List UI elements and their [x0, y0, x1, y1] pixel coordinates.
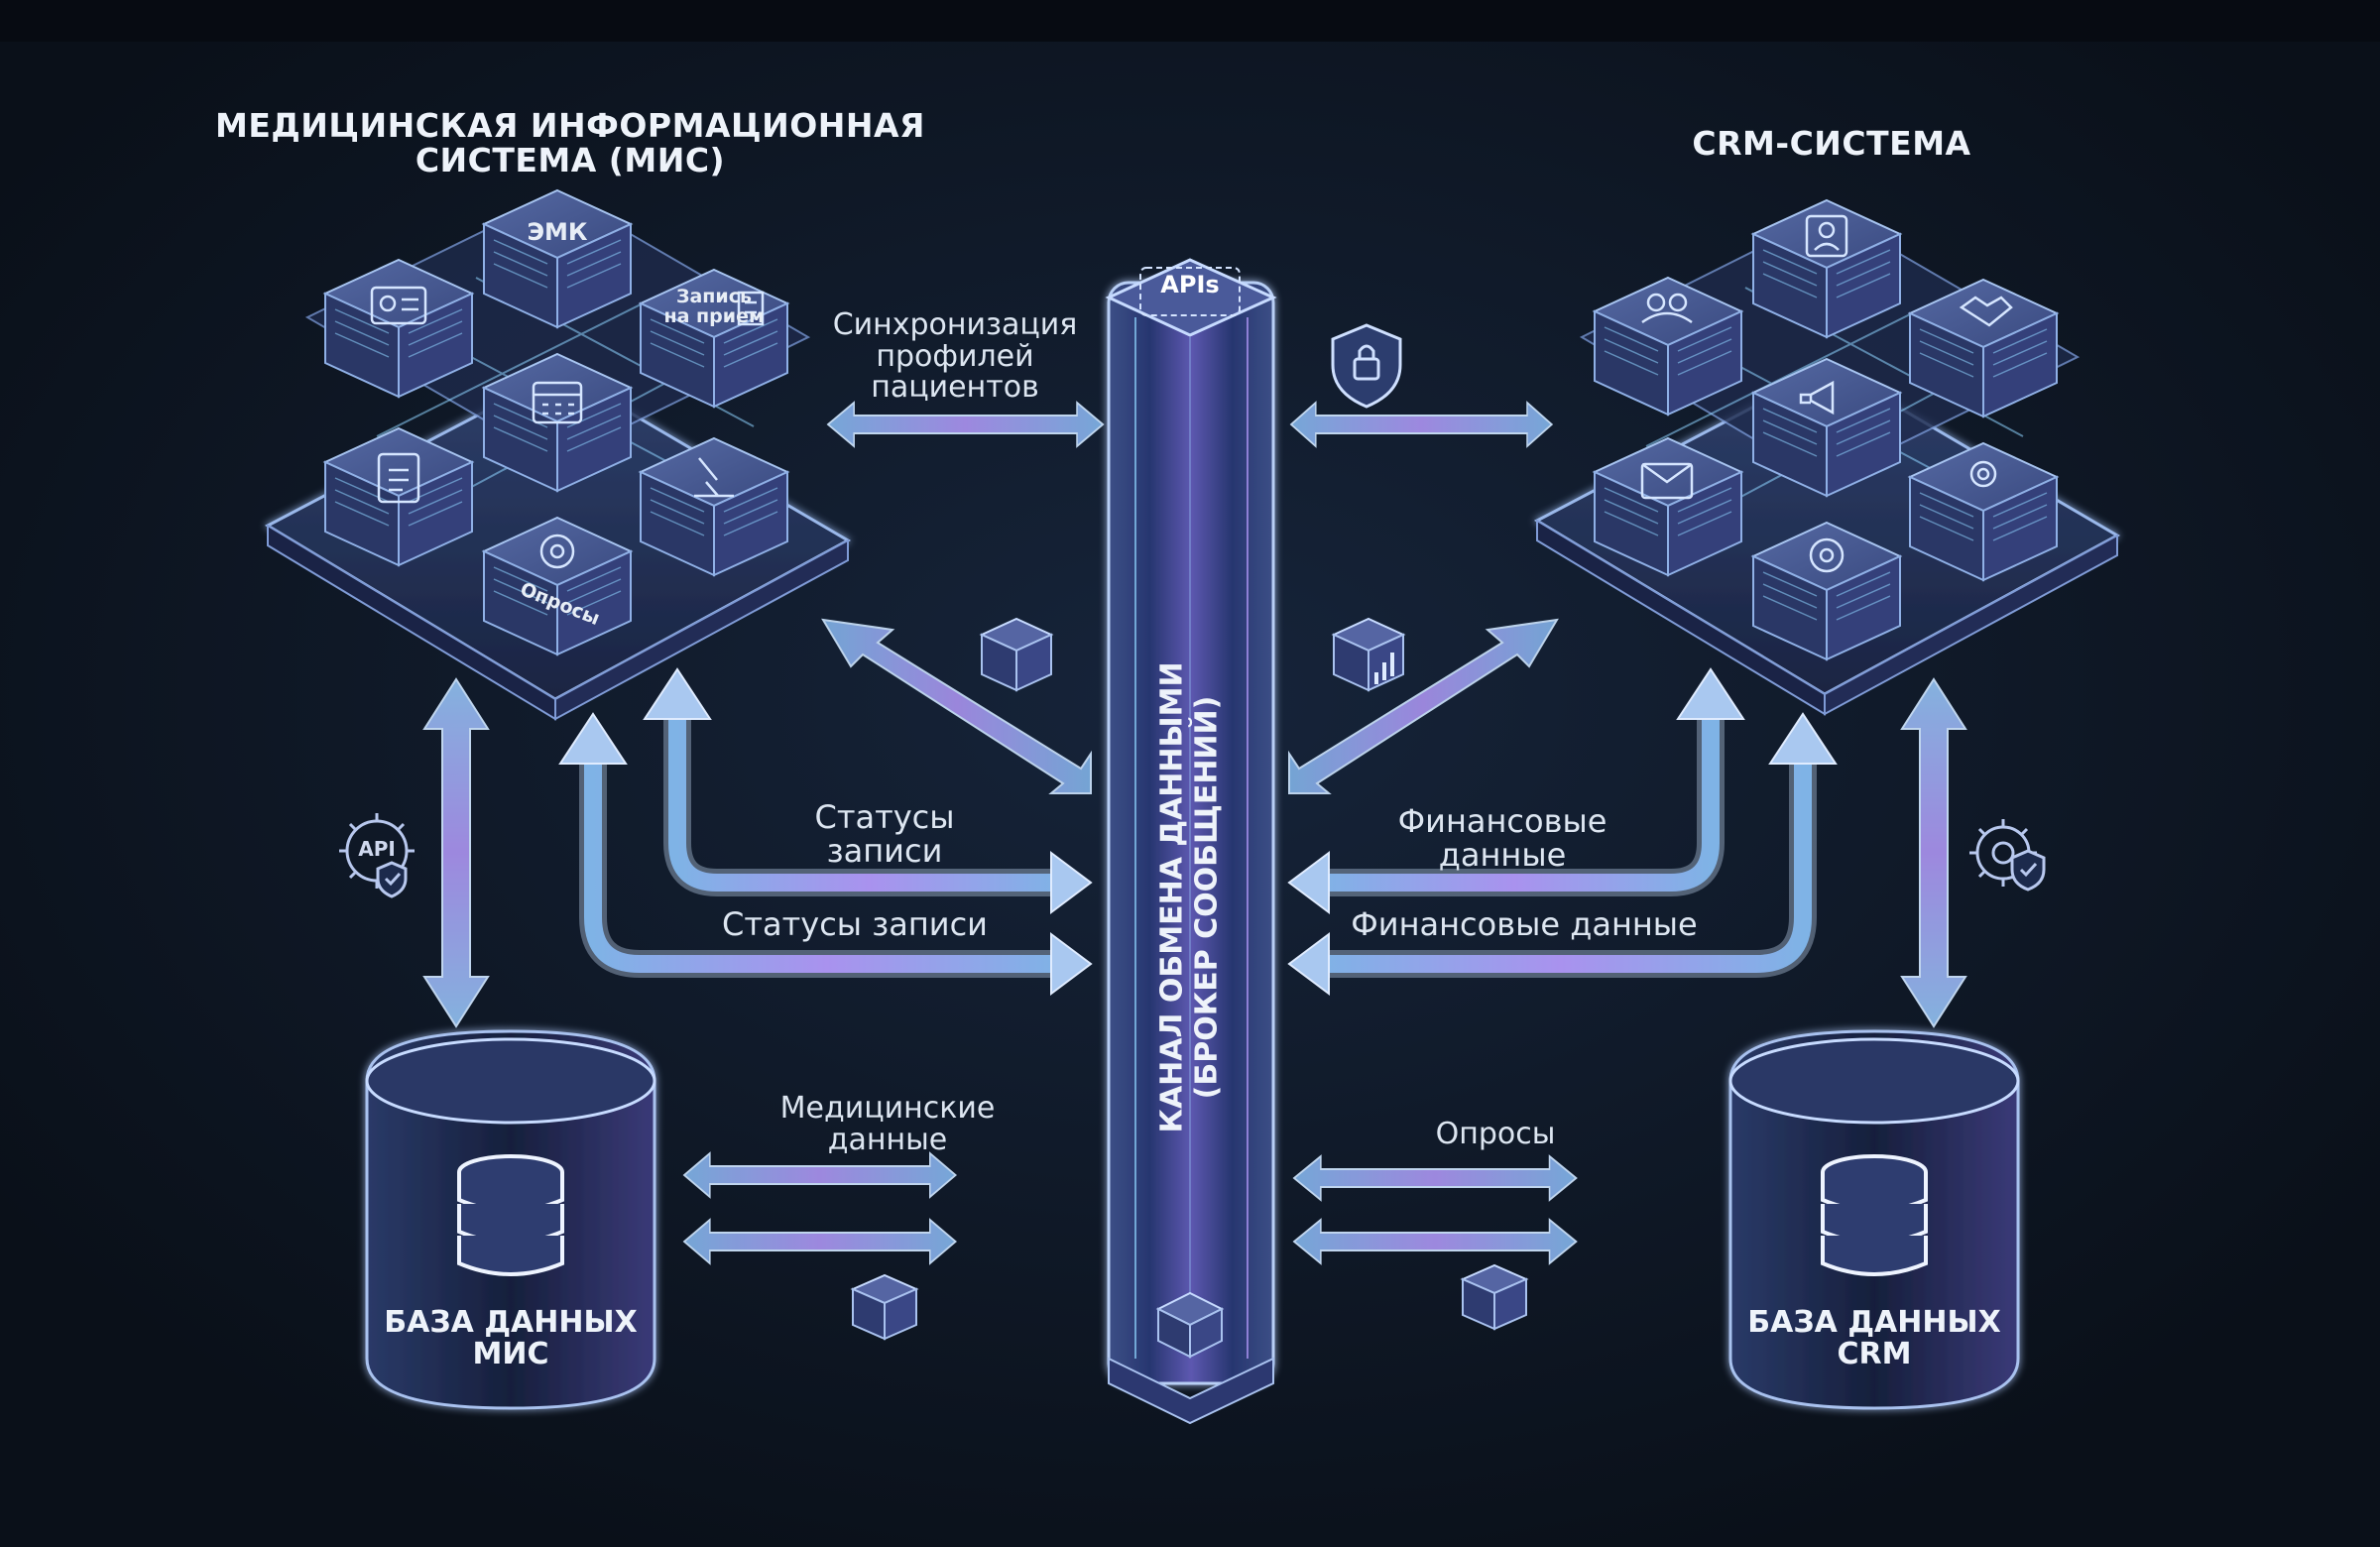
megaphone-icon	[1799, 380, 1835, 416]
survey-target-icon	[539, 534, 575, 569]
mis-database	[365, 1029, 656, 1410]
mail-icon	[1640, 462, 1694, 500]
broker-api-label: APIs	[1160, 271, 1220, 298]
gears-icon	[1969, 460, 1997, 488]
clipboard-icon	[377, 452, 420, 504]
arrow-statuses-2	[558, 712, 1093, 996]
handshake-icon	[1959, 296, 2013, 327]
broker-title: КАНАЛ ОБМЕНА ДАННЫМИ(БРОКЕР СООБЩЕНИЙ)	[1154, 661, 1225, 1133]
mis-module-emk-label: ЭМК	[527, 218, 588, 246]
arrow-diagonal-crm	[1288, 618, 1559, 794]
data-packet-icon-bottom-left	[850, 1273, 919, 1341]
settings-gear-icon	[1809, 537, 1844, 573]
crm-platform	[1533, 199, 2121, 716]
gear-shield-icon	[1969, 819, 2046, 892]
data-packet-icon	[979, 617, 1054, 692]
flow-finance-2-label: Финансовые данные	[1351, 905, 1698, 943]
calendar-icon	[532, 381, 583, 424]
flow-statuses-2-label: Статусы записи	[722, 905, 988, 943]
crm-title: CRM-СИСТЕМА	[1692, 124, 1971, 163]
message-broker-pillar	[1105, 258, 1277, 1425]
appointment-doc-icon	[737, 291, 765, 326]
arrow-mis-db	[422, 677, 490, 1028]
users-group-icon	[1646, 293, 1666, 312]
id-card-icon	[370, 286, 427, 325]
shield-lock-icon	[1331, 323, 1402, 409]
crm-database	[1728, 1029, 2020, 1410]
api-gear-icon	[339, 813, 415, 898]
arrow-finance-1	[1287, 667, 1745, 914]
user-profile-icon	[1805, 214, 1848, 258]
database-icon	[1821, 1154, 1928, 1276]
microscope-icon	[694, 457, 734, 498]
top-band	[0, 0, 2380, 42]
arrow-finance-2	[1287, 712, 1838, 996]
arrow-crm-db	[1900, 677, 1967, 1028]
id-card-icon-face	[379, 295, 397, 312]
flow-surveys-label: Опросы	[1435, 1117, 1556, 1151]
mis-platform	[264, 189, 852, 721]
chart-packet-icon	[1331, 617, 1406, 692]
database-icon	[457, 1154, 564, 1276]
arrow-statuses-1	[643, 667, 1093, 914]
data-packet-icon-bottom-right	[1460, 1263, 1529, 1331]
arrow-diagonal-mis	[821, 618, 1092, 794]
api-badge-label: API	[358, 837, 396, 861]
